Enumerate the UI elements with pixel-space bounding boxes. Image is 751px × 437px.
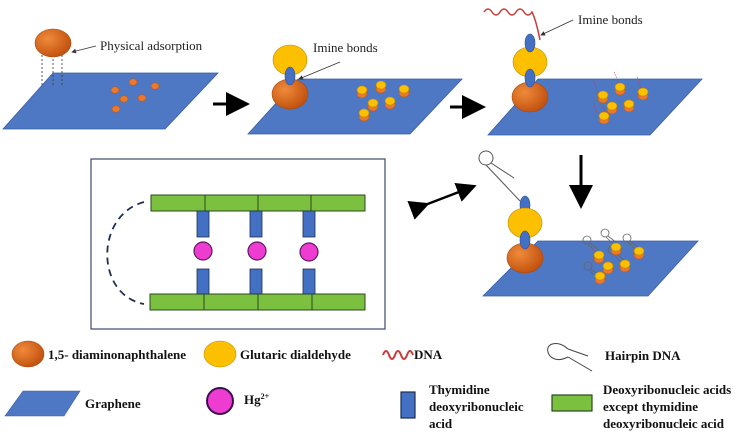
t-hg-t-inset — [90, 158, 386, 330]
thymidine-swatch — [400, 391, 416, 419]
step3-panel: Imine bonds — [483, 8, 703, 136]
imine-bond-bottom — [524, 68, 536, 88]
legend: 1,5- diaminonaphthalene Glutaric dialdeh… — [4, 340, 731, 431]
svg-text:Thymidine: Thymidine — [429, 382, 490, 397]
step2-panel: Imine bonds — [247, 40, 463, 135]
step4-panel — [478, 150, 699, 297]
svg-text:Hg2+: Hg2+ — [244, 392, 270, 407]
other-bases-swatch — [551, 394, 593, 412]
adsorbed-dots — [110, 78, 160, 113]
svg-text:Glutaric dialdehyde: Glutaric dialdehyde — [240, 347, 351, 362]
glutaraldehyde-swatch — [203, 340, 237, 368]
imine-bond-bottom — [519, 230, 531, 250]
top-strand — [150, 194, 366, 212]
hairpin-dna — [478, 150, 521, 202]
svg-text:1,5- diaminonaphthalene: 1,5- diaminonaphthalene — [48, 347, 186, 362]
physical-adsorption-label: Physical adsorption — [100, 38, 203, 53]
imine-bonds-label-1: Imine bonds — [313, 40, 378, 55]
imine-bond — [284, 66, 296, 86]
imine-bond-top — [524, 33, 536, 53]
dna-swatch — [382, 350, 414, 360]
svg-text:acid: acid — [429, 416, 453, 431]
imine-bonds-label-2: Imine bonds — [578, 12, 643, 27]
thymidine-bases — [196, 210, 316, 295]
graphene-sheet — [2, 72, 219, 130]
legend-item-hg: Hg2+ — [206, 387, 270, 415]
svg-text:deoxyribonucleic acid: deoxyribonucleic acid — [603, 416, 725, 431]
graphene-swatch — [4, 390, 81, 417]
bottom-strand — [149, 293, 366, 311]
hg-ions — [193, 241, 319, 262]
svg-text:except thymidine: except thymidine — [603, 399, 698, 414]
svg-text:Deoxyribonucleic acids: Deoxyribonucleic acids — [603, 382, 731, 397]
hairpin-loop — [106, 201, 145, 305]
svg-text:Graphene: Graphene — [85, 396, 141, 411]
svg-text:Hairpin DNA: Hairpin DNA — [605, 348, 681, 363]
legend-item-dna: DNA — [382, 347, 443, 362]
step1-panel: Physical adsorption — [2, 28, 219, 130]
legend-item-thymidine: Thymidine deoxyribonucleic acid — [400, 382, 524, 431]
hairpin-swatch — [547, 342, 593, 372]
double-arrow — [407, 183, 477, 220]
legend-item-hairpin: Hairpin DNA — [547, 342, 681, 372]
legend-item-glutaraldehyde: Glutaric dialdehyde — [203, 340, 351, 368]
legend-item-graphene: Graphene — [4, 390, 141, 417]
dan-molecule — [34, 28, 72, 58]
hg-swatch — [206, 387, 234, 415]
legend-item-dan: 1,5- diaminonaphthalene — [11, 340, 186, 368]
svg-text:deoxyribonucleic: deoxyribonucleic — [429, 399, 524, 414]
dan-swatch — [11, 340, 45, 368]
legend-item-other-bases: Deoxyribonucleic acids except thymidine … — [551, 382, 731, 431]
dna-strand — [483, 8, 541, 41]
svg-text:DNA: DNA — [414, 347, 443, 362]
